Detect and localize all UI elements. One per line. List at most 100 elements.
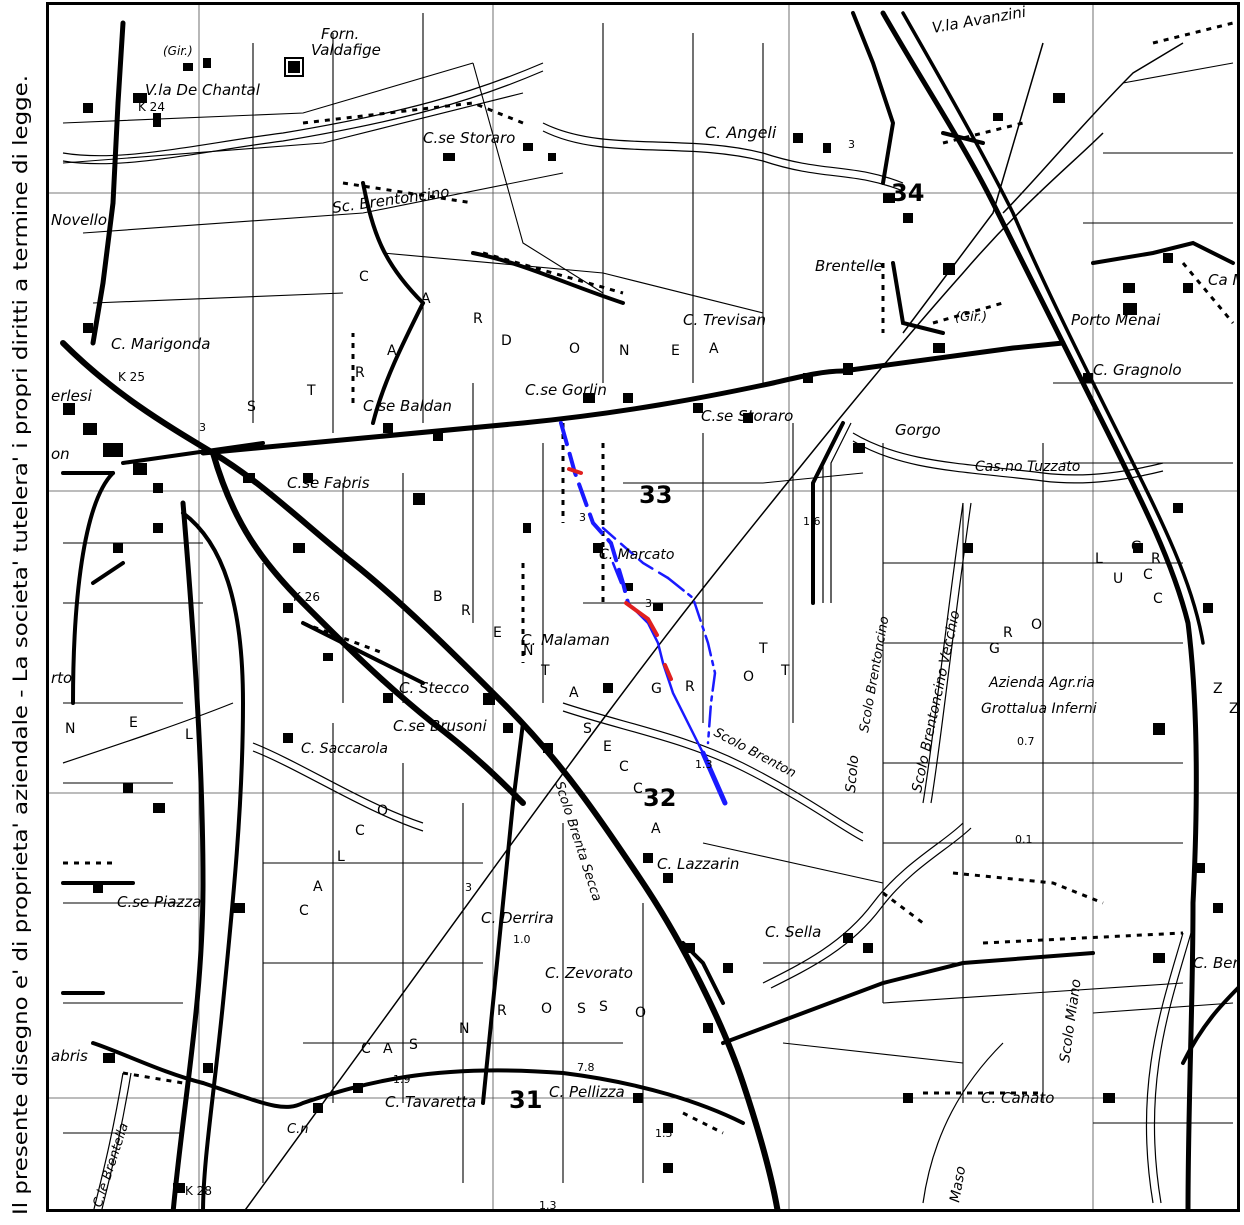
area-name-letter: N [459, 1021, 469, 1037]
disclaimer-strip: Il presente disegno e' di proprieta' azi… [0, 0, 40, 1225]
label-abris: abris [51, 1047, 88, 1065]
area-name-letter: O [1031, 617, 1042, 633]
label-c-pellizza: C. Pellizza [549, 1083, 625, 1101]
area-name-letter: E [671, 343, 680, 359]
area-name-letter: C [1143, 567, 1153, 583]
area-name-letter: U [1113, 571, 1123, 587]
area-name-letter: L [1095, 551, 1103, 567]
label-cas-tuzzato: Cas.no Tuzzato [975, 459, 1080, 475]
label-grottalua-inferni: Grottalua Inferni [981, 701, 1097, 717]
label-c-ber: C. Ber [1193, 954, 1237, 972]
area-name-letter: R [1003, 625, 1013, 641]
label-gir-top: (Gir.) [955, 310, 987, 325]
area-name-letter: Z [1229, 701, 1237, 717]
area-name-letter: A [651, 821, 661, 837]
area-name-letter: C [359, 269, 369, 285]
area-name-letter: R [473, 311, 483, 327]
spot-height: 0.7 [1017, 735, 1035, 748]
area-name-letter: A [383, 1041, 393, 1057]
label-c-trevisan: C. Trevisan [683, 311, 766, 329]
grid-number-31: 31 [509, 1086, 542, 1114]
label-k26: K 26 [293, 590, 320, 604]
label-rto: rto [51, 669, 72, 687]
disclaimer-text: Il presente disegno e' di proprieta' azi… [9, 75, 32, 1215]
label-scolo-brentoncino: Scolo Brentoncino [857, 615, 892, 734]
area-name-letter: S [409, 1037, 418, 1053]
area-name-letter: S [577, 1001, 586, 1017]
spot-height: 3 [199, 421, 206, 434]
label-k28: K 28 [185, 1184, 212, 1198]
area-name-letter: T [540, 663, 550, 679]
area-name-letter: O [541, 1001, 552, 1017]
area-name-letter: G [651, 681, 662, 697]
label-c-marcato: C. Marcato [599, 547, 674, 563]
label-scolo-brenta-secca: Scolo Brenta Secca [551, 780, 604, 904]
area-name-letter: S [247, 399, 256, 415]
label-c-gragnolo: C. Gragnolo [1093, 361, 1182, 379]
label-c-angeli: C. Angeli [705, 123, 777, 142]
area-name-letter: S [599, 999, 608, 1015]
area-name-letter: O [569, 341, 580, 357]
area-name-letter: B [433, 589, 443, 605]
area-name-letter: A [387, 343, 397, 359]
map-frame[interactable]: 34 33 32 31 Forn. Valdafige (Gir.) V.la … [46, 2, 1240, 1212]
label-c-zevorato: C. Zevorato [545, 964, 633, 982]
survey-route-blue[interactable] [559, 421, 728, 806]
label-girl: (Gir.) [163, 44, 193, 58]
label-via-de-chantal: V.la De Chantal [145, 81, 261, 99]
label-erlesi: erlesi [51, 387, 93, 405]
label-cse-piazza: C.se Piazza [117, 893, 201, 911]
area-name-letter: G [1131, 539, 1142, 555]
area-name-letter: A [569, 685, 579, 701]
spot-height: 3 [465, 881, 472, 894]
area-name-letter: C [355, 823, 365, 839]
area-name-letter: C [633, 781, 643, 797]
area-name-letter: E [493, 625, 502, 641]
area-name-letter: C [619, 759, 629, 775]
area-name-letter: A [709, 341, 719, 357]
label-ca-m: Ca M [1208, 271, 1237, 289]
area-name-letter: R [461, 603, 471, 619]
label-k25: K 25 [118, 370, 145, 384]
area-name-letter: C [299, 903, 309, 919]
area-name-letter: N [65, 721, 75, 737]
area-name-letter: A [421, 291, 431, 307]
label-azienda-agr: Azienda Agr.ria [988, 675, 1095, 691]
area-name-letter: G [989, 641, 1000, 657]
area-name-letter: O [743, 669, 754, 685]
grid-number-33: 33 [639, 481, 672, 509]
spot-height: 3 [848, 138, 855, 151]
main-roads [60, 10, 1205, 1209]
area-name-letter: O [377, 803, 388, 819]
area-name-letter: T [780, 663, 790, 679]
area-name-letter: O [635, 1005, 646, 1021]
label-scolo: Scolo [843, 754, 862, 793]
topographic-map[interactable]: 34 33 32 31 Forn. Valdafige (Gir.) V.la … [49, 5, 1237, 1209]
area-name-letter: T [758, 641, 768, 657]
spot-height: 3 [579, 511, 586, 524]
label-c-lazzarin: C. Lazzarin [657, 855, 739, 873]
area-name-letter: R [497, 1003, 507, 1019]
area-name-letter: L [337, 849, 345, 865]
area-name-letter: R [1151, 551, 1161, 567]
label-c-malaman: C. Malaman [521, 631, 610, 649]
secondary-roads [61, 11, 1237, 1209]
label-sc-brentoncino: Sc. Brentoncino [331, 183, 451, 217]
spot-height: 3 [645, 597, 652, 610]
spot-height: 7.8 [577, 1061, 595, 1074]
area-name-letter: C [1153, 591, 1163, 607]
place-labels: Forn. Valdafige (Gir.) V.la De Chantal K… [51, 5, 1237, 1209]
survey-route-red[interactable] [567, 467, 673, 681]
area-name-letter: E [603, 739, 612, 755]
area-name-letter: R [355, 365, 365, 381]
spot-height: 1.0 [513, 933, 531, 946]
label-c-saccarola: C. Saccarola [301, 741, 388, 757]
label-porto-menai: Porto Menai [1071, 311, 1161, 329]
label-c-brusoni: C.se Brusoni [393, 717, 488, 735]
label-maso: Maso [947, 1165, 969, 1204]
spot-height: 1.3 [539, 1199, 557, 1209]
disclaimer-svg: Il presente disegno e' di proprieta' azi… [9, 75, 32, 1215]
label-cse-fabris: C.se Fabris [287, 474, 370, 492]
grid-number-34: 34 [891, 179, 924, 207]
label-k24: K 24 [138, 100, 165, 114]
